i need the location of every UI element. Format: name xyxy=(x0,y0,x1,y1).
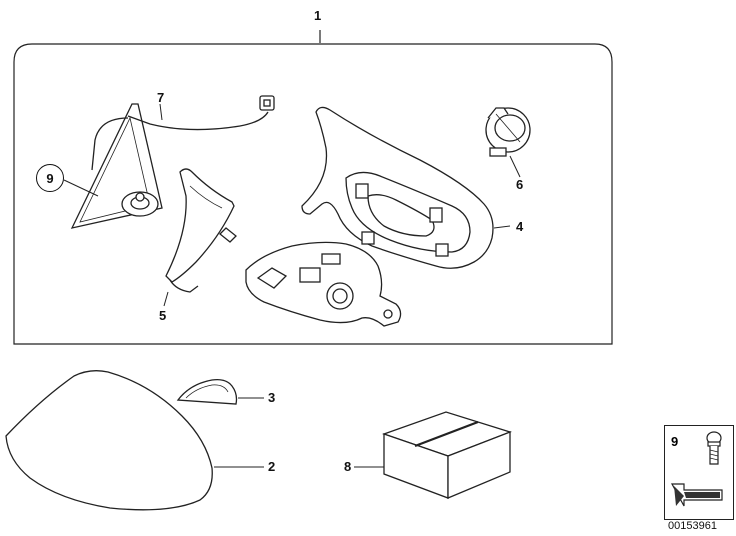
package-box xyxy=(382,411,512,499)
legend-number: 9 xyxy=(671,434,679,449)
document-number: 00153961 xyxy=(668,520,717,532)
label-part-5: 5 xyxy=(159,308,167,323)
label-part-1: 1 xyxy=(314,8,322,23)
group-bracket xyxy=(13,30,613,345)
label-part-6: 6 xyxy=(516,177,524,192)
legend-arrow-icon xyxy=(670,483,723,507)
mirror-cover-cap xyxy=(5,370,213,511)
label-part-4: 4 xyxy=(516,219,524,234)
label-part-2: 2 xyxy=(268,459,276,474)
legend-screw-icon xyxy=(706,431,722,465)
mirror-cable xyxy=(91,95,275,171)
triangle-cap xyxy=(176,378,238,405)
label-part-9: 9 xyxy=(36,164,64,192)
mirror-actuator xyxy=(485,107,531,157)
label-part-3: 3 xyxy=(268,390,276,405)
triangle-cover xyxy=(165,168,237,293)
mirror-housing-frame xyxy=(301,106,494,269)
label-part-7: 7 xyxy=(157,90,165,105)
fastener-legend: 9 xyxy=(664,425,734,520)
label-part-8: 8 xyxy=(344,459,352,474)
mirror-bracket xyxy=(245,241,402,327)
mirror-base-triangle xyxy=(70,103,163,229)
leader-lines xyxy=(63,103,521,468)
